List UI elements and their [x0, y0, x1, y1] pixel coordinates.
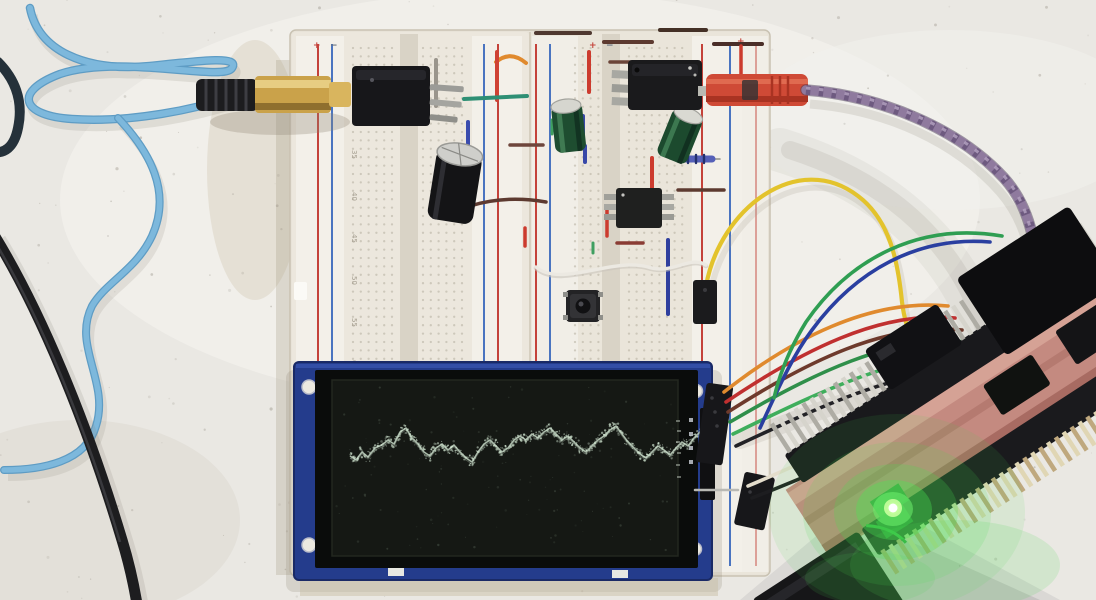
row-label: 40 — [350, 192, 358, 201]
mcu-board — [769, 207, 1096, 575]
row-label: 50 — [350, 276, 358, 285]
solder-tab — [388, 568, 404, 576]
rail-minus-mark: − — [330, 41, 338, 51]
rail-minus-mark: − — [606, 41, 614, 51]
row-label: 45 — [350, 234, 358, 243]
mcu-connector-large — [958, 207, 1096, 354]
tactile-button — [563, 290, 603, 322]
row-label: 55 — [350, 318, 358, 327]
led-glow — [769, 414, 1060, 600]
jack-module — [352, 66, 464, 126]
rail-plus-mark: + — [313, 41, 321, 51]
mcu-header-bottom — [862, 339, 1096, 555]
red-plug — [698, 74, 808, 106]
row-label: 35 — [350, 150, 358, 159]
dip-ic-1 — [611, 60, 702, 110]
mounting-hole — [301, 379, 317, 395]
waveform-trace — [349, 421, 707, 467]
electrolytic-capacitor-large — [427, 142, 484, 224]
screen-edge-marks — [676, 420, 681, 478]
black-cable — [0, 234, 148, 600]
dip-ic-2 — [604, 188, 674, 228]
mcu-bottom-connector — [753, 532, 905, 600]
mcu-connector — [865, 305, 962, 390]
solder-tab — [612, 570, 628, 578]
mcu-pins-bottom — [880, 410, 1096, 575]
green-capacitor-1 — [550, 98, 586, 153]
board-clip — [294, 282, 307, 300]
audio-plug-assembly — [196, 76, 351, 135]
jumper-headers — [693, 382, 775, 531]
green-capacitor-2 — [657, 106, 704, 165]
screen-noise — [335, 386, 675, 552]
lcd-module — [286, 361, 722, 596]
mcu-chip — [983, 355, 1050, 415]
blue-audio-cable — [0, 3, 241, 481]
rail-plus-mark: + — [589, 41, 597, 51]
dark-cable-stub — [0, 57, 25, 157]
white-jumper-wire — [534, 260, 708, 277]
mounting-hole — [301, 537, 317, 553]
lcd-active-area — [331, 379, 679, 557]
breadboard-jumpers — [434, 28, 764, 316]
